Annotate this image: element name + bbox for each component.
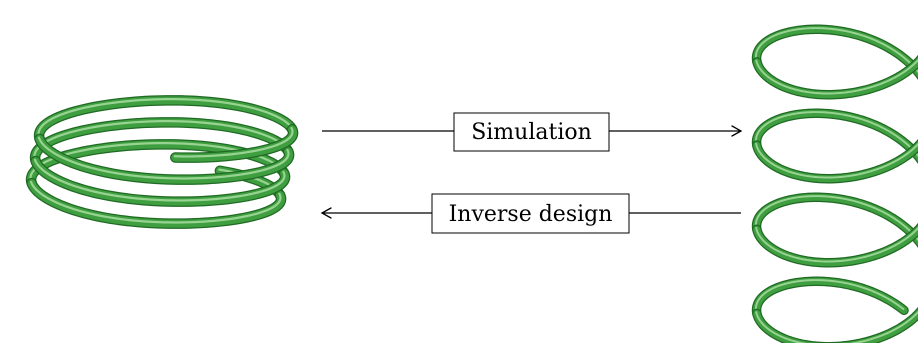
extended-helix-front-segment-3	[752, 306, 918, 343]
extended-helix-back-segment-3	[751, 276, 909, 319]
inverse-design-box	[431, 193, 630, 234]
compressed-helix-back-segment-3-highlight	[37, 97, 293, 139]
compressed-helix-front-segment-1	[30, 155, 291, 207]
compressed-helix-front-segment-2-highlight	[37, 136, 290, 180]
extended-helix-front-segment-2-highlight	[755, 226, 918, 263]
extended-helix-front-segment-0	[752, 54, 918, 100]
inverse-design-label: Inverse design	[449, 202, 613, 227]
compressed-helix-front-segment-3-body	[171, 125, 298, 162]
compressed-helix-front-segment-3-highlight	[173, 126, 294, 158]
compressed-helix	[25, 95, 299, 229]
extended-helix	[751, 24, 918, 343]
extended-helix-front-segment-0-highlight	[755, 58, 918, 95]
simulation-label: Simulation	[471, 120, 592, 145]
simulation-box	[453, 112, 610, 152]
extended-helix-front-segment-1	[752, 138, 918, 184]
extended-helix-front-segment-1-highlight	[755, 142, 918, 179]
extended-helix-front-segment-2	[752, 222, 918, 268]
compressed-helix-back-segment-2-highlight	[33, 119, 289, 161]
extended-helix-front-segment-3-highlight	[755, 310, 918, 343]
compressed-helix-front-segment-3	[170, 124, 299, 163]
inverse-design-arrow: Inverse design	[320, 193, 741, 234]
extended-helix-back-segment-0-highlight	[754, 27, 918, 74]
extended-helix-back-segment-1-highlight	[754, 111, 918, 158]
extended-helix-back-segment-3-highlight	[754, 279, 905, 314]
compressed-helix-back-segment-1-highlight	[29, 141, 285, 184]
compressed-helix-back-segment-3	[33, 95, 298, 145]
compressed-helix-front-segment-0-highlight	[29, 180, 282, 224]
compressed-helix-front-segment-0	[26, 177, 287, 229]
simulation-arrow: Simulation	[322, 112, 743, 152]
compressed-helix-front-segment-1-highlight	[33, 158, 286, 202]
compressed-helix-front-segment-2	[34, 133, 295, 185]
extended-helix-back-segment-2	[751, 192, 918, 248]
extended-helix-back-segment-2-highlight	[754, 195, 918, 242]
